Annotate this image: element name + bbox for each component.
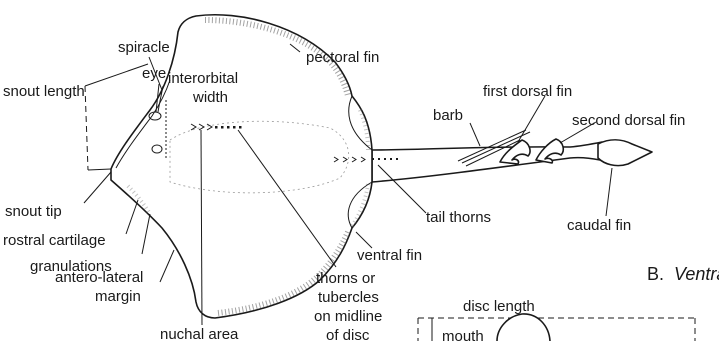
label-second-dorsal-fin: second dorsal fin xyxy=(572,112,685,129)
label-tail-thorns: tail thorns xyxy=(426,209,491,226)
label-spiracle: spiracle xyxy=(118,39,170,56)
label-disc-length: disc length xyxy=(463,298,535,315)
label-eye: eye xyxy=(142,65,166,82)
section-b-letter: B. xyxy=(647,264,664,284)
leader-granulations xyxy=(142,214,150,254)
label-antero-lateral-1: antero-lateral xyxy=(55,269,143,286)
label-thorns-1: thorns or xyxy=(316,270,375,287)
label-interorbital-1: interorbital xyxy=(168,70,238,87)
label-interorbital-2: width xyxy=(192,89,228,106)
label-barb: barb xyxy=(433,107,463,124)
leader-snout-tip xyxy=(84,172,111,203)
label-antero-lateral-2: margin xyxy=(95,288,141,305)
leader-antero-lateral xyxy=(160,250,174,282)
label-ventral-fin: ventral fin xyxy=(357,247,422,264)
label-pectoral-fin: pectoral fin xyxy=(306,49,379,66)
label-thorns-2: tubercles xyxy=(318,289,379,306)
label-caudal-fin: caudal fin xyxy=(567,217,631,234)
leader-first-dorsal xyxy=(518,96,545,142)
caudal-fin-shape xyxy=(598,140,652,166)
label-rostral-cartilage: rostral cartilage xyxy=(3,232,106,249)
leader-ventral xyxy=(356,232,372,248)
label-nuchal-area: nuchal area xyxy=(160,326,239,341)
section-b-title: Ventral xyxy=(674,264,719,284)
label-snout-length: snout length xyxy=(3,83,85,100)
leader-rostral xyxy=(126,200,138,234)
label-snout-tip: snout tip xyxy=(5,203,62,220)
section-b-header: B. Ventral xyxy=(647,264,719,284)
label-mouth: mouth xyxy=(442,328,484,341)
label-first-dorsal-fin: first dorsal fin xyxy=(483,83,572,100)
leader-barb xyxy=(470,123,480,146)
label-thorns-3: on midline xyxy=(314,308,382,325)
label-thorns-4: of disc xyxy=(326,327,370,341)
leader-caudal xyxy=(606,168,612,216)
